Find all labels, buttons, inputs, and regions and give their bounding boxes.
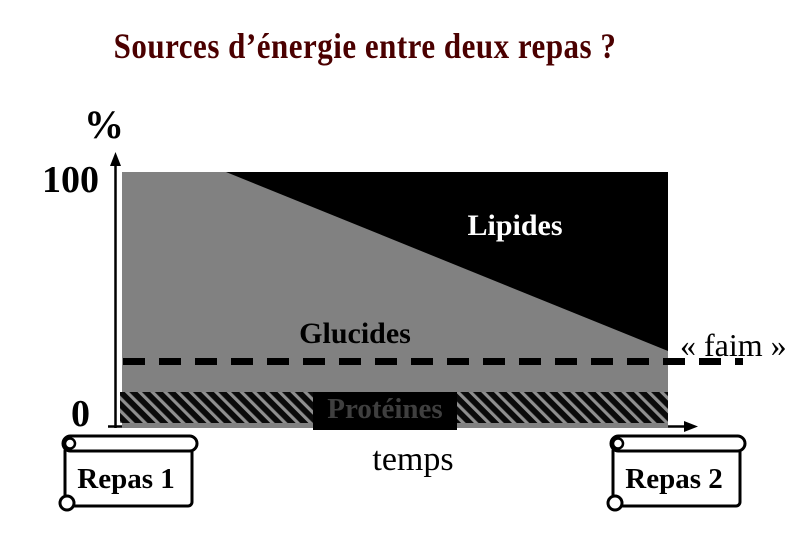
x-axis-arrowhead-icon xyxy=(684,421,698,432)
proteines-band-label: Protéines xyxy=(327,393,443,425)
faim-threshold-label: « faim » xyxy=(680,327,787,363)
lipides-area-label: Lipides xyxy=(467,209,563,242)
lipides-area xyxy=(226,172,668,351)
scroll-shape-icon xyxy=(606,434,747,512)
y-axis-arrowhead-icon xyxy=(110,152,121,166)
slide-title: Sources d’énergie entre deux repas ? xyxy=(113,26,617,67)
repas1-label: Repas 1 xyxy=(77,463,175,495)
y-tick-100: 100 xyxy=(42,159,99,201)
repas1-scroll-banner: Repas 1 xyxy=(56,431,202,517)
y-tick-0: 0 xyxy=(71,393,90,435)
scroll-shape-icon xyxy=(58,434,199,512)
glucides-area-label: Glucides xyxy=(299,317,411,350)
x-axis-label: temps xyxy=(372,441,454,478)
y-axis-unit-label: % xyxy=(84,102,124,147)
repas2-scroll-banner: Repas 2 xyxy=(604,431,750,517)
repas2-label: Repas 2 xyxy=(625,463,723,495)
proteines-label-box xyxy=(313,392,457,430)
